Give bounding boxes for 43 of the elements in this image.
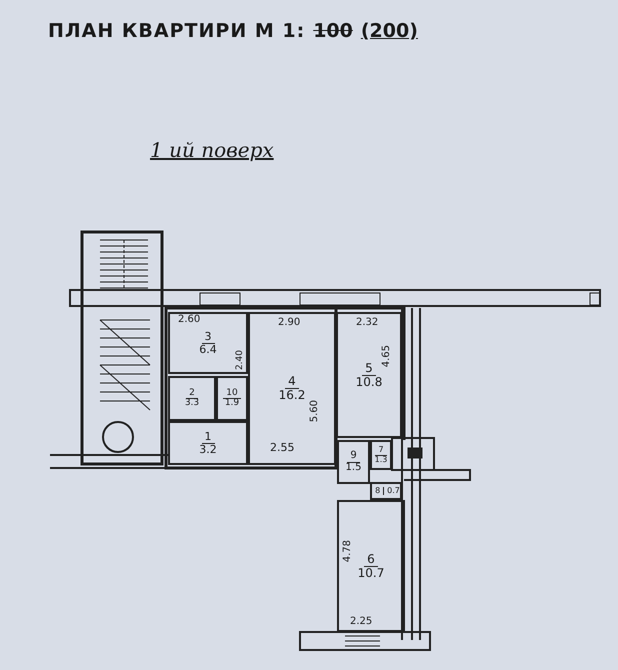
- room-outline: [248, 312, 336, 465]
- room-outline: [370, 482, 402, 500]
- room-number: 10: [223, 388, 241, 399]
- dimension-label: 2.40: [236, 350, 245, 370]
- room-outline: [168, 421, 248, 465]
- room-outline: [168, 376, 216, 421]
- floor-label: 1 ий поверх: [149, 140, 275, 160]
- room-area: 3.2: [199, 444, 217, 456]
- room-outline: [168, 312, 248, 374]
- room-area: 6.4: [199, 344, 217, 356]
- room-number: 1: [202, 430, 214, 444]
- dimension-label: 5.60: [310, 400, 320, 422]
- dimension-label: 2.55: [270, 442, 294, 453]
- dimension-label: 2.32: [356, 318, 378, 328]
- room-number: 9: [347, 451, 360, 462]
- room-number: 2: [186, 388, 198, 399]
- room-number: 5: [362, 362, 376, 376]
- room-area: 3.3: [184, 399, 200, 408]
- room-area: 1.3: [374, 456, 388, 464]
- room-area: 1.9: [224, 399, 240, 408]
- dimension-label: 4.65: [382, 345, 392, 368]
- room-outline: [337, 440, 370, 484]
- room-outline: [370, 440, 392, 470]
- room-number: 7: [375, 446, 387, 456]
- room-outline: [337, 500, 405, 632]
- title: ПЛАН КВАРТИРИ М 1:: [48, 20, 306, 42]
- room-number: 4: [285, 375, 299, 389]
- room-number: 8: [372, 486, 384, 496]
- room-area: 16.2: [278, 389, 306, 402]
- struck-scale: 100: [313, 20, 353, 42]
- room-outline: [336, 312, 402, 438]
- scale: (200): [360, 20, 418, 42]
- room-area: 1.5: [346, 462, 362, 473]
- room-area: 10.7: [358, 566, 384, 580]
- room-outline: [216, 376, 248, 421]
- room-number: 3: [202, 330, 214, 344]
- dimension-label: 2.25: [350, 617, 372, 627]
- room-number: 6: [364, 552, 378, 566]
- dimension-label: 4.78: [343, 540, 353, 562]
- dimension-label: 2.90: [278, 318, 300, 328]
- room-area: 0.7: [387, 486, 400, 496]
- room-area: 10.8: [356, 376, 382, 388]
- dimension-label: 2.60: [178, 315, 200, 325]
